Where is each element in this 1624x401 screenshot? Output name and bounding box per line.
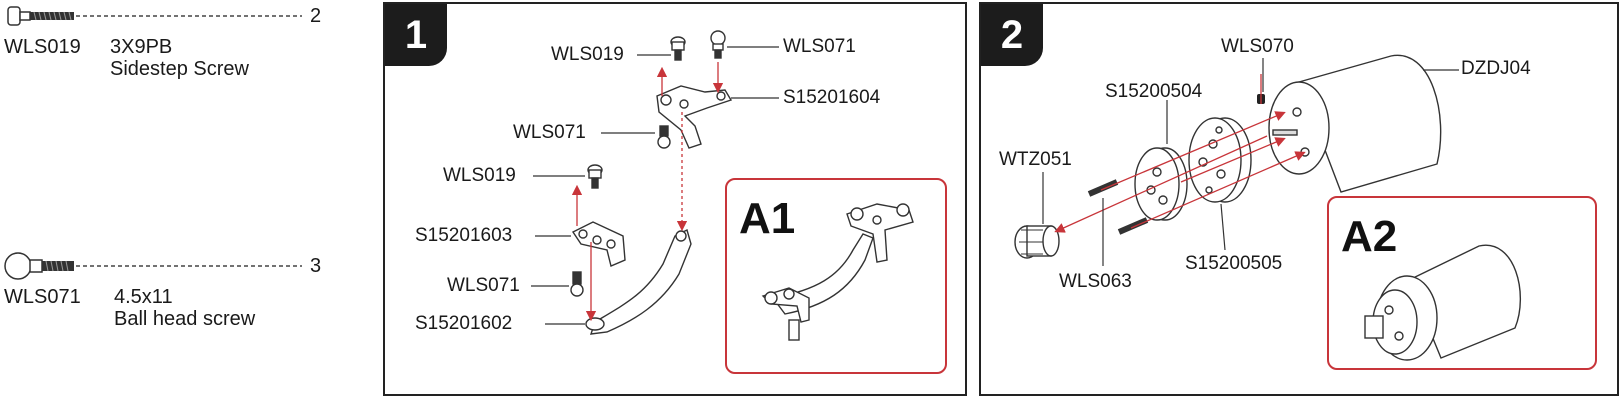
assembled-steering-diagram	[761, 203, 914, 341]
step-1-panel: 1	[383, 2, 967, 396]
ball-head-screw-icon	[4, 252, 74, 280]
part-code: WLS071	[4, 286, 81, 308]
assembled-motor-diagram	[1364, 244, 1522, 361]
callout-label: WLS063	[1059, 271, 1132, 292]
inset-label: A1	[739, 194, 796, 243]
screw-wls071-lower	[570, 271, 584, 297]
inset-label: A2	[1341, 212, 1398, 261]
callout-label: WLS071	[447, 275, 520, 296]
motor-dzdj04	[1268, 54, 1442, 193]
screw-wls019-mid	[587, 164, 603, 189]
part-code: WLS019	[4, 36, 81, 58]
callout-label: S15200505	[1185, 253, 1283, 274]
bracket-s15201603	[571, 221, 626, 267]
motor-assembly-diagram	[1014, 54, 1459, 266]
qty-label: 3	[310, 255, 322, 277]
callout-label: DZDJ04	[1461, 58, 1531, 79]
screw-wls019-top	[670, 36, 686, 61]
plate-s15200504	[1134, 147, 1188, 221]
callout-label: S15201602	[415, 313, 513, 334]
leader-line	[76, 265, 302, 267]
callout-label: WTZ051	[999, 149, 1072, 170]
part-name: Ball head screw	[114, 308, 256, 330]
screw-wls071-mid	[657, 125, 671, 149]
step-number-badge: 1	[385, 4, 447, 66]
callout-label: WLS071	[783, 36, 856, 57]
screws-wls063	[1087, 179, 1149, 235]
callout-label: S15201604	[783, 87, 881, 108]
callout-label: WLS019	[443, 165, 516, 186]
steering-assembly-diagram	[531, 30, 779, 335]
callout-label: S15200504	[1105, 81, 1203, 102]
callout-label: WLS071	[513, 122, 586, 143]
callout-label: WLS070	[1221, 36, 1294, 57]
inset-a1: A1	[725, 178, 947, 374]
part-size: 3X9PB	[110, 36, 173, 58]
callout-label: S15201603	[415, 225, 513, 246]
callout-label: WLS019	[551, 44, 624, 65]
step-2-panel: 2	[979, 2, 1619, 396]
inset-a2: A2	[1327, 196, 1597, 370]
arm-s15201602	[585, 228, 692, 335]
sidestep-screw-icon	[7, 6, 74, 26]
part-name: Sidestep Screw	[110, 58, 249, 80]
step-number-badge: 2	[981, 4, 1043, 66]
part-size: 4.5x11	[114, 286, 173, 308]
screw-wls071-top	[710, 30, 726, 59]
bracket-s15201604	[656, 85, 733, 149]
qty-label: 2	[310, 5, 322, 27]
leader-line	[76, 15, 302, 17]
pinion-wtz051	[1014, 225, 1060, 259]
